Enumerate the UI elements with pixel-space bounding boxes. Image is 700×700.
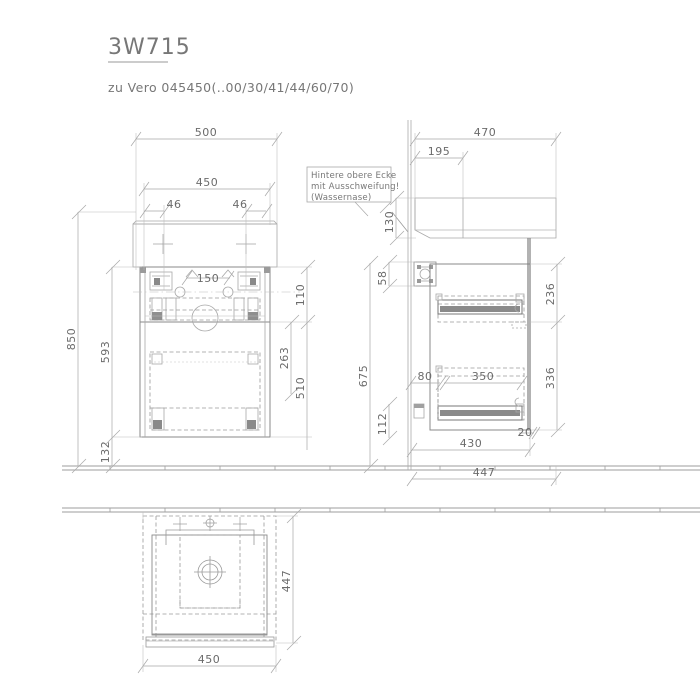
dim-depth-cabinet: 430 [460,437,483,450]
dim-offset-left: 46 [167,198,182,211]
page-subtitle: zu Vero 045450(..00/30/41/44/60/70) [108,80,354,95]
dim-drawer-total: 510 [294,377,307,400]
dim-depth-body: 447 [473,466,496,479]
dim-tap-spacing: 150 [197,272,220,285]
side-lower-drawer [413,365,525,421]
page-title: 3W715 [108,35,191,60]
dim-corner-height: 130 [383,211,396,234]
front-upper-drawer-box [149,297,261,321]
plan-view [142,515,277,648]
dim-drawer-mid: 263 [278,347,291,370]
dim-drawer-lower: 336 [544,367,557,390]
plan-drain [194,556,226,588]
dim-plinth-height: 132 [99,441,112,464]
dim-drawer-upper: 236 [544,283,557,306]
front-lower-drawer [149,351,261,431]
side-elevation-view [391,197,557,431]
dim-plinth-side: 112 [376,413,389,436]
dim-front-offset: 80 [418,370,433,383]
dim-rear-gap: 20 [518,426,533,439]
plan-view-dimensions [137,508,302,674]
dim-offset-right: 46 [233,198,248,211]
note-line-3: (Wassernase) [311,193,371,203]
note-line-1: Hintere obere Ecke [311,171,396,181]
front-horizontal-dimensions [130,131,283,290]
front-cabinet-body [139,266,271,438]
plan-front-band [145,636,275,648]
dim-drawer-top-height: 110 [294,284,307,307]
dim-total-height: 850 [65,328,78,351]
front-upper-drawer [133,269,300,332]
plan-taphole-marks [173,516,247,531]
side-basin-slab [391,197,557,239]
front-vertical-dimensions [71,204,316,474]
dim-plan-depth: 447 [280,570,293,593]
dim-depth-outer: 470 [474,126,497,139]
plan-basin-outline [142,515,277,641]
floor-reference-lines [62,465,700,513]
floor-hatch-ticks [109,466,661,512]
note-line-2: mit Ausschweifung! [311,182,399,192]
side-cabinet-body [429,238,531,431]
dim-depth-basin: 195 [428,145,451,158]
front-elevation-view [132,220,300,438]
note-callout [306,166,392,217]
dim-bracket-height: 58 [376,271,389,286]
dim-cabinet-height: 593 [99,341,112,364]
dim-width-outer: 500 [195,126,218,139]
dim-width-cabinet: 450 [196,176,219,189]
dim-body-height: 675 [357,365,370,388]
dim-plan-width: 450 [198,653,221,666]
side-view-dimensions [363,120,566,487]
plan-bowl-recess [179,534,241,609]
dim-inner-depth: 350 [472,370,495,383]
side-upper-drawer [435,293,527,329]
